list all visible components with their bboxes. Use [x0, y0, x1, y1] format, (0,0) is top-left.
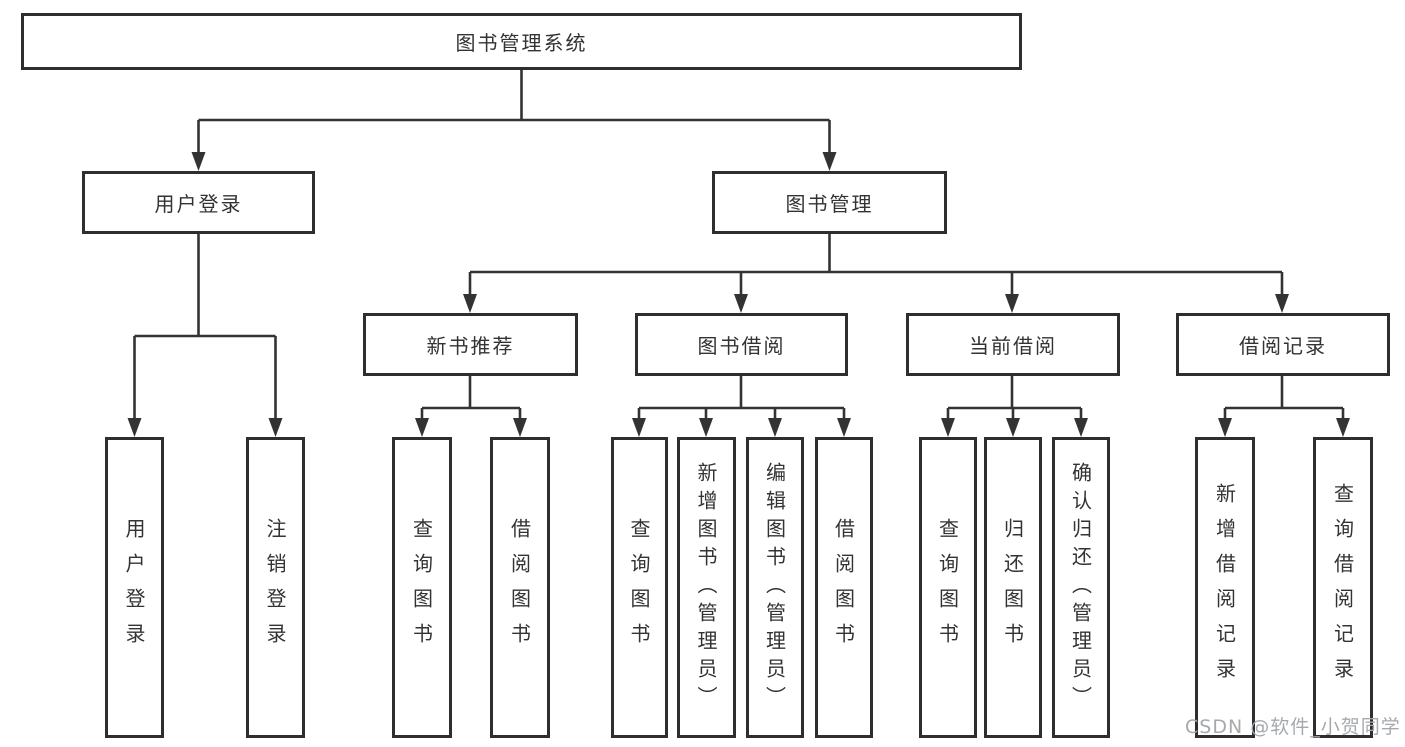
node-book-borrow: 图书借阅 [635, 313, 848, 376]
leaf-add-books-admin: 新增图书（管理员） [677, 437, 736, 738]
leaf-recommend-borrow-books: 借阅图书 [490, 437, 550, 738]
leaf-add-borrow-record: 新增借阅记录 [1195, 437, 1255, 738]
arrowheads [127, 152, 1350, 437]
leaf-current-query-books: 查询图书 [919, 437, 977, 738]
node-root-system: 图书管理系统 [21, 13, 1022, 70]
leaf-borrow-query-books: 查询图书 [611, 437, 668, 738]
leaf-user-login: 用户登录 [105, 437, 164, 738]
leaf-edit-books-admin: 编辑图书（管理员） [746, 437, 804, 738]
leaf-logout: 注销登录 [246, 437, 305, 738]
node-borrow-records: 借阅记录 [1176, 313, 1390, 376]
node-new-book-recommend: 新书推荐 [363, 313, 578, 376]
node-current-borrow: 当前借阅 [906, 313, 1120, 376]
leaf-return-books: 归还图书 [984, 437, 1042, 738]
csdn-watermark: CSDN @软件_小贺同学 [1185, 716, 1401, 738]
leaf-query-borrow-record: 查询借阅记录 [1313, 437, 1373, 738]
leaf-borrow-books: 借阅图书 [815, 437, 873, 738]
leaf-confirm-return-admin: 确认归还（管理员） [1052, 437, 1110, 738]
node-book-management-module: 图书管理 [712, 171, 947, 234]
node-user-login-module: 用户登录 [82, 171, 315, 234]
leaf-recommend-query-books: 查询图书 [392, 437, 452, 738]
